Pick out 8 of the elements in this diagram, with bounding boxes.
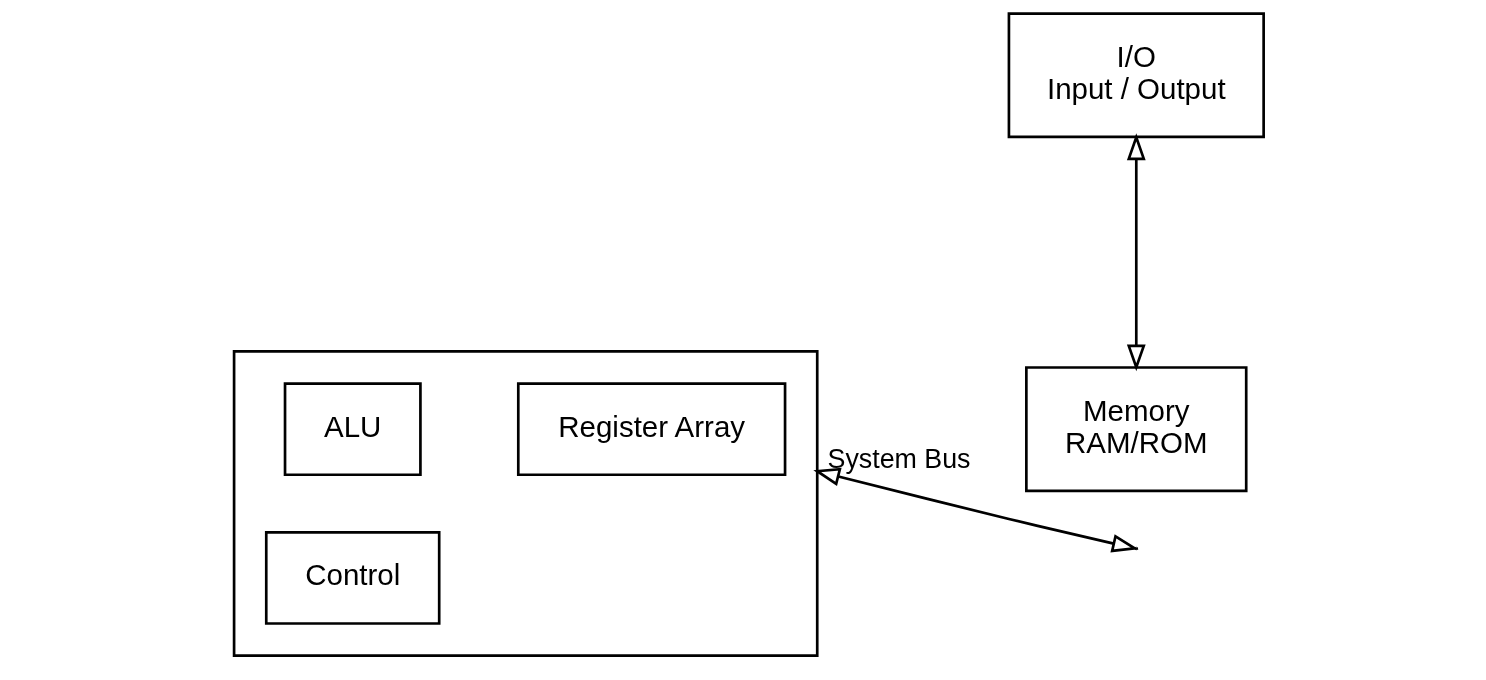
node-box: Register Array [516, 382, 786, 477]
arrow [1126, 133, 1146, 372]
node-box: I/O Input / Output [1007, 12, 1265, 139]
node-box: ALU [283, 382, 422, 477]
edge-label: System Bus [827, 444, 970, 475]
node-box: Memory RAM/ROM [1024, 366, 1248, 493]
cluster [232, 350, 819, 658]
node-box: Control [264, 531, 441, 625]
